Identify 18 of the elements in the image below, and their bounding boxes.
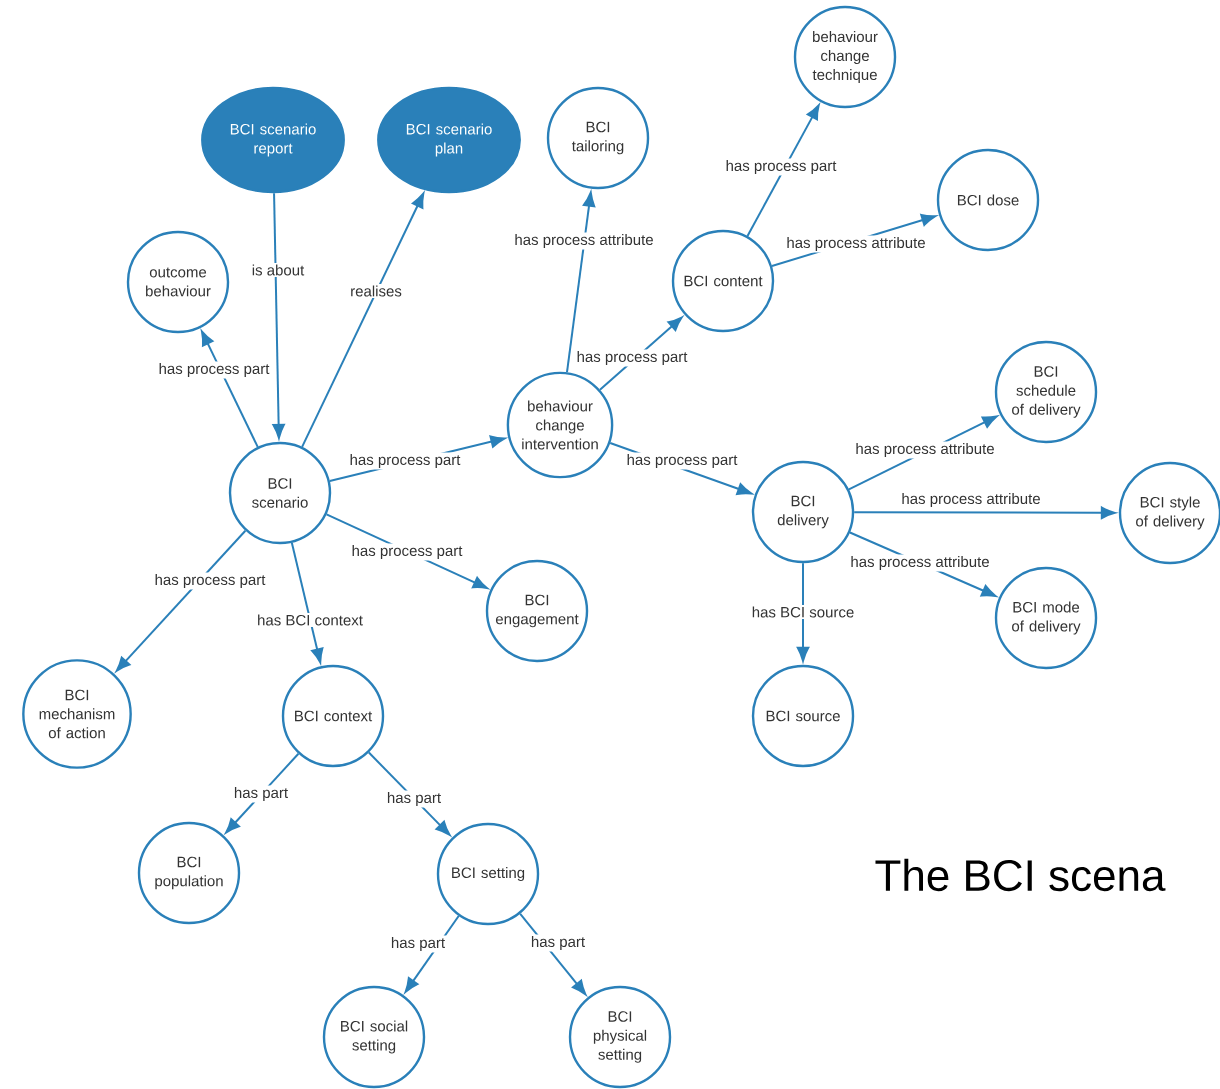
- arrow: [847, 415, 998, 491]
- edge-label: has BCI source: [750, 605, 856, 619]
- arrow: [796, 562, 810, 662]
- arrow: [566, 191, 596, 374]
- arrow: [598, 316, 683, 391]
- arrow: [404, 914, 460, 993]
- arrow: [272, 192, 285, 439]
- arrow: [746, 104, 820, 238]
- arrow: [301, 192, 425, 448]
- arrow: [201, 330, 259, 448]
- arrow: [115, 529, 247, 672]
- arrow: [290, 541, 324, 664]
- caption-text: The BCI scena: [875, 858, 1166, 892]
- arrow: [367, 751, 451, 836]
- edge-label: has BCI context: [255, 613, 365, 627]
- arrow: [225, 752, 300, 834]
- arrow: [853, 506, 1116, 520]
- arrow: [519, 912, 587, 996]
